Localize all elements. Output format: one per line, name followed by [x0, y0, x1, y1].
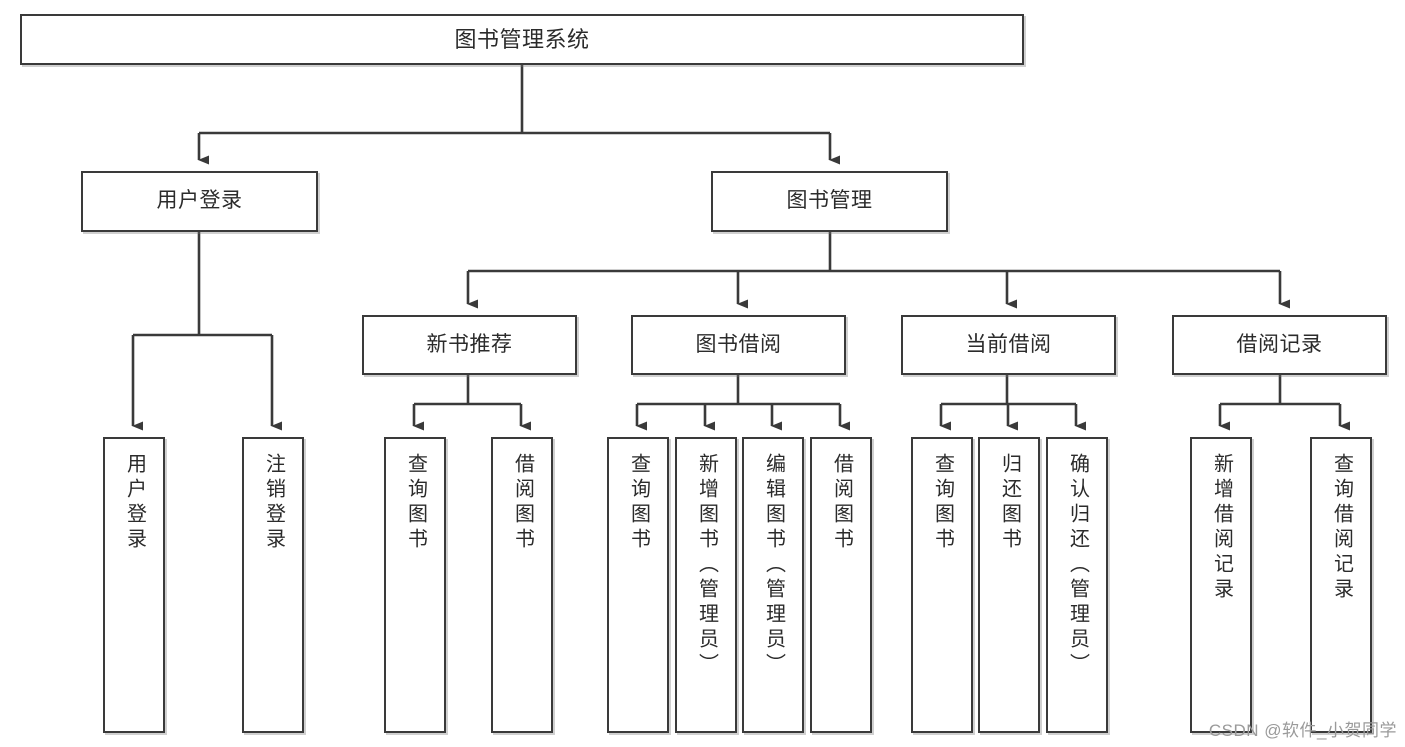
- leaf-confirm-return[interactable]: 确认归还（管理员）: [1046, 437, 1108, 733]
- node-book-management[interactable]: 图书管理: [711, 171, 948, 232]
- leaf-edit-book[interactable]: 编辑图书（管理员）: [742, 437, 804, 733]
- node-root-label: 图书管理系统: [454, 26, 590, 52]
- node-user-login-label: 用户登录: [156, 189, 243, 213]
- leaf-query-record-label: 查询借阅记录: [1330, 453, 1353, 603]
- node-new-book-recommend[interactable]: 新书推荐: [362, 315, 577, 375]
- leaf-add-record-label: 新增借阅记录: [1210, 453, 1233, 603]
- node-borrow-record[interactable]: 借阅记录: [1172, 315, 1387, 375]
- node-book-management-label: 图书管理: [786, 189, 873, 213]
- leaf-add-record[interactable]: 新增借阅记录: [1190, 437, 1252, 733]
- leaf-user-login-label: 用户登录: [123, 453, 146, 553]
- leaf-add-book[interactable]: 新增图书（管理员）: [675, 437, 737, 733]
- leaf-borrow-book-2[interactable]: 借阅图书: [810, 437, 872, 733]
- leaf-query-book-2-label: 查询图书: [627, 453, 650, 553]
- leaf-edit-book-label: 编辑图书（管理员）: [762, 453, 785, 678]
- node-borrow-record-label: 借阅记录: [1236, 332, 1323, 356]
- node-root[interactable]: 图书管理系统: [20, 14, 1024, 65]
- node-user-login[interactable]: 用户登录: [81, 171, 318, 232]
- leaf-user-login[interactable]: 用户登录: [103, 437, 165, 733]
- leaf-query-book-2[interactable]: 查询图书: [607, 437, 669, 733]
- leaf-user-logout-label: 注销登录: [262, 453, 285, 553]
- node-current-borrow[interactable]: 当前借阅: [901, 315, 1116, 375]
- node-book-borrow-label: 图书借阅: [695, 332, 782, 356]
- leaf-query-book-3[interactable]: 查询图书: [911, 437, 973, 733]
- leaf-query-book-1-label: 查询图书: [404, 453, 427, 553]
- leaf-borrow-book-1-label: 借阅图书: [511, 453, 534, 553]
- watermark: CSDN @软件_小贺同学: [1208, 721, 1397, 740]
- leaf-query-book-1[interactable]: 查询图书: [384, 437, 446, 733]
- leaf-return-book[interactable]: 归还图书: [978, 437, 1040, 733]
- leaf-confirm-return-label: 确认归还（管理员）: [1066, 453, 1089, 678]
- leaf-add-book-label: 新增图书（管理员）: [695, 453, 718, 678]
- leaf-borrow-book-2-label: 借阅图书: [830, 453, 853, 553]
- leaf-return-book-label: 归还图书: [998, 453, 1021, 553]
- leaf-query-book-3-label: 查询图书: [931, 453, 954, 553]
- leaf-user-logout[interactable]: 注销登录: [242, 437, 304, 733]
- node-book-borrow[interactable]: 图书借阅: [631, 315, 846, 375]
- node-new-book-recommend-label: 新书推荐: [426, 332, 513, 356]
- leaf-query-record[interactable]: 查询借阅记录: [1310, 437, 1372, 733]
- leaf-borrow-book-1[interactable]: 借阅图书: [491, 437, 553, 733]
- node-current-borrow-label: 当前借阅: [965, 332, 1052, 356]
